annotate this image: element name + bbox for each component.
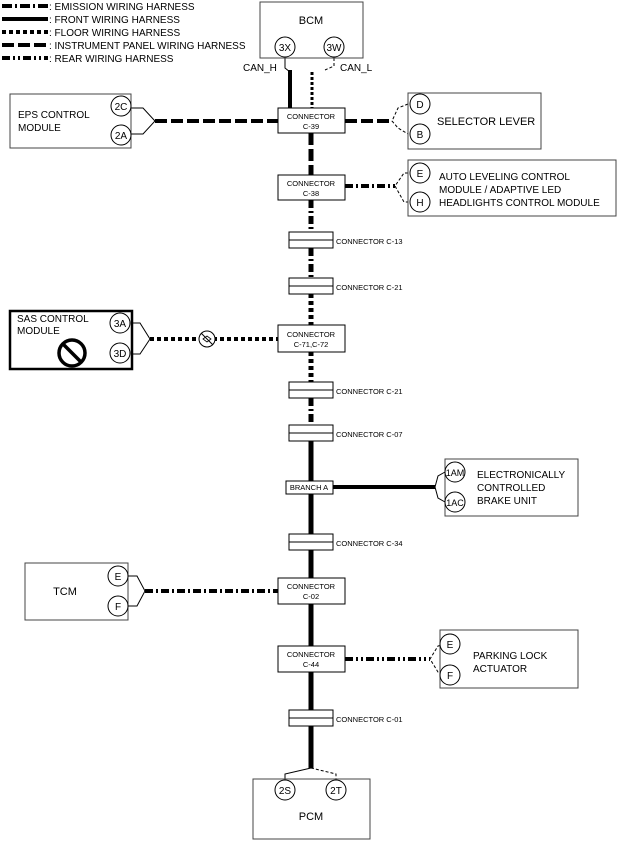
connector-c71-line2: C-71,C-72 <box>294 340 329 349</box>
connector-c71-line1: CONNECTOR <box>287 330 336 339</box>
legend-label-instrument: : INSTRUMENT PANEL WIRING HARNESS <box>49 41 246 52</box>
eps-pin-2c <box>110 95 132 117</box>
connector-c39-line1: CONNECTOR <box>287 112 336 121</box>
bcm-pin-3x-label: 3X <box>279 43 292 54</box>
can-l-label: CAN_L <box>340 63 373 74</box>
legend-label-front: : FRONT WIRING HARNESS <box>49 15 180 26</box>
connector-c44-line2: C-44 <box>303 660 319 669</box>
inline-connector-c34-label: CONNECTOR C-34 <box>336 539 403 548</box>
branch-a <box>285 480 334 495</box>
legend-label-floor: : FLOOR WIRING HARNESS <box>49 28 180 39</box>
selector-pin-d <box>409 93 431 115</box>
connector-c39-line2: C-39 <box>303 122 319 131</box>
autolevel-pin-e <box>409 162 431 184</box>
brake-label-line3: BRAKE UNIT <box>477 496 537 507</box>
brake-label-line2: CONTROLLED <box>477 483 545 494</box>
inline-connector-c21-upper <box>288 277 334 295</box>
pcm-pin-2t <box>325 779 347 801</box>
selector-pin-b <box>409 123 431 145</box>
sas-pin-3d <box>109 342 131 364</box>
connector-c38-line2: C-38 <box>303 189 319 198</box>
tcm-pin-f <box>107 595 129 617</box>
sas-pin-3d-label: 3D <box>114 349 127 360</box>
brake-pin-1am-label: 1AM <box>446 468 465 478</box>
tcm-pin-e-label: E <box>115 572 122 583</box>
pcm-pin-2t-label: 2T <box>330 786 342 797</box>
inline-connector-c07 <box>288 424 334 442</box>
connector-c39 <box>277 107 346 134</box>
parking-label-line2: ACTUATOR <box>473 664 527 675</box>
sas-label-line1: SAS CONTROL <box>17 314 89 325</box>
brake-unit-module <box>444 458 579 517</box>
connector-c44-line1: CONNECTOR <box>287 650 336 659</box>
inline-connector-c01 <box>288 709 334 727</box>
bcm-label: BCM <box>299 15 323 27</box>
tcm-label: TCM <box>53 586 77 598</box>
autolevel-label-line2: MODULE / ADAPTIVE LED <box>439 185 561 196</box>
connector-c38-line1: CONNECTOR <box>287 179 336 188</box>
inline-connector-c21-lower <box>288 381 334 399</box>
branch-a-label: BRANCH A <box>290 483 328 492</box>
autolevel-label-line1: AUTO LEVELING CONTROL <box>439 172 570 183</box>
eps-pin-2a <box>110 124 132 146</box>
autolevel-pin-h-label: H <box>416 198 423 209</box>
tcm-pin-e <box>107 565 129 587</box>
selector-pin-b-label: B <box>417 130 424 141</box>
inline-connector-c01-label: CONNECTOR C-01 <box>336 715 403 724</box>
not-connected-icon <box>198 330 216 348</box>
parking-pin-e <box>439 633 461 655</box>
eps-label-line2: MODULE <box>18 123 61 134</box>
pcm-pin-2s-label: 2S <box>279 786 292 797</box>
autolevel-pin-h <box>409 191 431 213</box>
connector-c38 <box>277 174 346 201</box>
legend-label-emission: : EMISSION WIRING HARNESS <box>49 2 195 13</box>
sas-pin-3a-label: 3A <box>114 319 127 330</box>
connector-c02-line2: C-02 <box>303 592 319 601</box>
brake-pin-1ac-label: 1AC <box>446 498 464 508</box>
pcm-pin-2s <box>274 779 296 801</box>
parking-pin-f <box>439 664 461 686</box>
parking-pin-e-label: E <box>447 640 454 651</box>
connector-c71-c72 <box>277 324 346 353</box>
selector-lever-module <box>407 92 542 150</box>
bcm-pin-3w <box>323 36 345 58</box>
autolevel-pin-e-label: E <box>417 169 424 180</box>
eps-label-line1: EPS CONTROL <box>18 110 90 121</box>
tcm-pin-f-label: F <box>115 602 121 613</box>
connector-c02 <box>277 577 346 605</box>
bcm-pin-3w-label: 3W <box>327 43 343 54</box>
inline-connector-c13-label: CONNECTOR C-13 <box>336 237 403 246</box>
can-h-label: CAN_H <box>243 63 277 74</box>
connector-c44 <box>277 645 346 673</box>
eps-pin-2a-label: 2A <box>115 131 128 142</box>
connector-c02-line1: CONNECTOR <box>287 582 336 591</box>
parking-lock-actuator-module <box>439 629 579 689</box>
parking-pin-f-label: F <box>447 671 453 682</box>
selector-label: SELECTOR LEVER <box>437 116 535 128</box>
inline-connector-c34 <box>288 533 334 551</box>
parking-label-line1: PARKING LOCK <box>473 651 548 662</box>
sas-pin-3a <box>109 312 131 334</box>
inline-connector-c21-lower-label: CONNECTOR C-21 <box>336 387 403 396</box>
inline-connector-c07-label: CONNECTOR C-07 <box>336 430 403 439</box>
pcm-label: PCM <box>299 811 323 823</box>
brake-label-line1: ELECTRONICALLY <box>477 470 566 481</box>
brake-pin-1ac <box>444 491 466 513</box>
inline-connector-c21-upper-label: CONNECTOR C-21 <box>336 283 403 292</box>
eps-control-module <box>9 93 132 149</box>
selector-pin-d-label: D <box>416 100 423 111</box>
legend: : EMISSION WIRING HARNESS : FRONT WIRING… <box>2 2 246 65</box>
legend-label-rear: : REAR WIRING HARNESS <box>49 54 174 65</box>
autolevel-label-line3: HEADLIGHTS CONTROL MODULE <box>439 198 600 209</box>
inline-connector-c13 <box>288 231 334 249</box>
eps-pin-2c-label: 2C <box>115 102 128 113</box>
auto-leveling-module <box>407 159 617 217</box>
bcm-pin-3x <box>274 36 296 58</box>
pcm-module <box>252 778 371 840</box>
prohibited-icon <box>57 338 87 368</box>
brake-pin-1am <box>444 461 466 483</box>
sas-label-line2: MODULE <box>17 326 60 337</box>
